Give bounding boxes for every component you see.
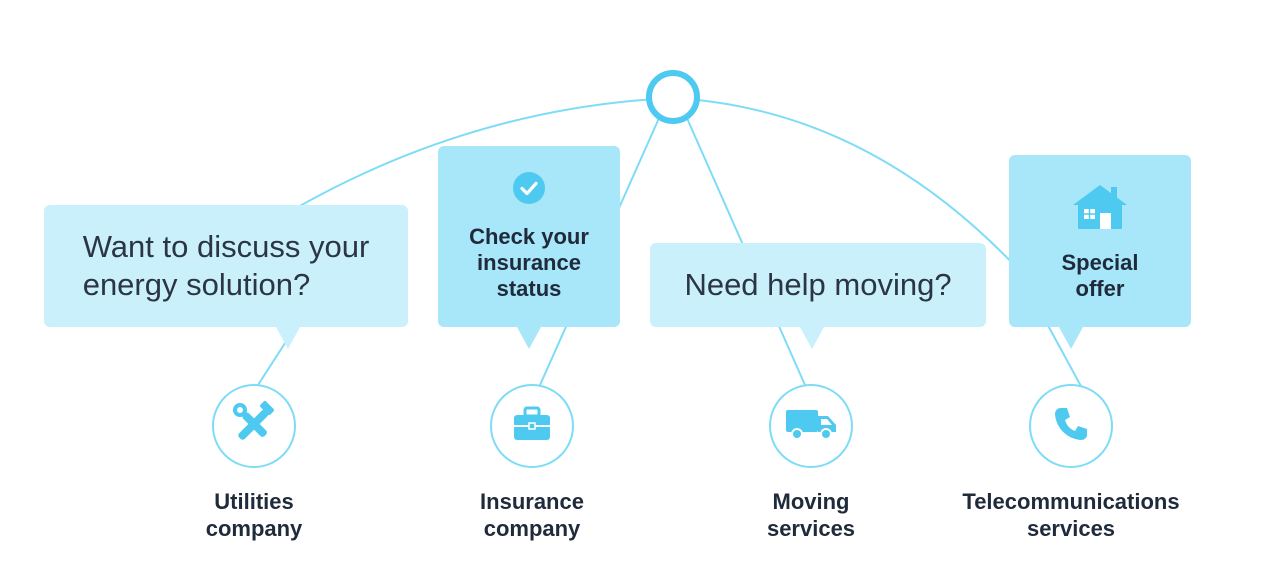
bubble-energy-text: Want to discuss your energy solution? [83,228,370,304]
label-insurance: Insurance company [402,488,662,542]
bubble-insurance-line2: insurance [477,250,581,275]
bubble-insurance-line1: Check your [469,224,589,249]
label-utilities-line2: company [205,516,303,541]
bubble-energy-line1: Want to discuss your [82,229,370,264]
check-circle-icon [512,171,546,210]
bubble-insurance-line3: status [496,276,562,301]
house-icon [1069,181,1131,236]
label-utilities-line1: Utilities [214,489,294,514]
bubble-need-help-moving: Need help moving? [650,243,986,349]
label-telecom-line2: services [1026,516,1116,541]
bubble-offer-line2: offer [1075,275,1125,301]
bubble-special-offer: Special offer [1009,155,1191,349]
bubble-energy-solution: #b1::after{left:232px;} Want to discuss … [44,205,408,349]
bubble-moving-text: Need help moving? [684,267,952,302]
bubble-offer-line1: Special [1061,249,1139,275]
node-utilities[interactable] [212,384,296,468]
node-telecom[interactable] [1029,384,1113,468]
node-insurance[interactable] [490,384,574,468]
bubble-check-insurance: Check your insurance status [438,146,620,349]
truck-icon [785,408,837,445]
node-moving[interactable] [769,384,853,468]
label-telecom: Telecommunications services [941,488,1201,542]
phone-icon [1053,406,1089,447]
briefcase-icon [512,406,552,447]
label-insurance-line2: company [483,516,581,541]
label-moving: Moving services [681,488,941,542]
label-moving-line2: services [766,516,856,541]
label-moving-line1: Moving [772,489,850,514]
hub-circle [646,70,700,124]
bubble-energy-line2: energy solution? [82,267,311,302]
label-telecom-line1: Telecommunications [962,489,1180,514]
tools-icon [230,400,278,453]
connector-telecom [1044,319,1083,389]
label-insurance-line1: Insurance [480,489,584,514]
label-utilities: Utilities company [124,488,384,542]
